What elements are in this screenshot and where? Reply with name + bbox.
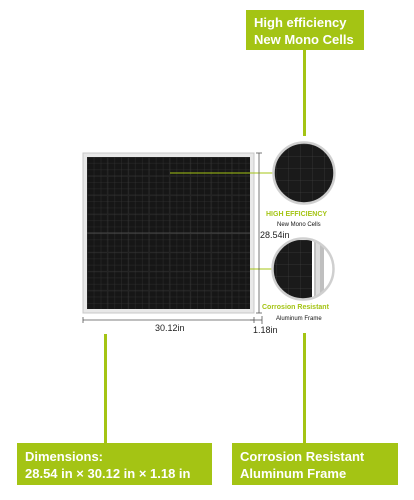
dimension-width-label: 30.12in — [155, 323, 185, 333]
callout-high-efficiency-line2: New Mono Cells — [254, 32, 354, 47]
new-mono-cells-label: New Mono Cells — [277, 222, 321, 228]
callout-dimensions-line1: Dimensions: — [25, 449, 104, 464]
callout-frame-line1: Corrosion Resistant — [240, 449, 365, 464]
high-efficiency-label: HIGH EFFICIENCY — [266, 211, 328, 218]
dimension-depth-label: 1.18in — [253, 325, 278, 335]
callout-dimensions-line2: 28.54 in × 30.12 in × 1.18 in — [25, 466, 191, 481]
connector-line-top — [303, 50, 306, 136]
callout-high-efficiency-line1: High efficiency — [254, 15, 347, 30]
aluminum-frame-label: Aluminum Frame — [276, 316, 322, 322]
callout-dimensions: Dimensions: 28.54 in × 30.12 in × 1.18 i… — [17, 443, 212, 485]
zoom-circle-frame — [271, 237, 335, 301]
callout-high-efficiency: High efficiency New Mono Cells — [246, 10, 364, 50]
connector-line-bottom-right — [303, 333, 306, 443]
dimension-depth-line — [250, 316, 263, 324]
dimension-height-line — [256, 152, 262, 314]
callout-frame: Corrosion Resistant Aluminum Frame — [232, 443, 398, 485]
corrosion-resistant-label: Corrosion Resistant — [262, 304, 329, 311]
callout-frame-line2: Aluminum Frame — [240, 466, 347, 481]
zoom-circle-cells — [272, 141, 336, 205]
dimension-height-label: 28.54in — [260, 230, 290, 240]
connector-line-bottom-left — [104, 334, 107, 443]
